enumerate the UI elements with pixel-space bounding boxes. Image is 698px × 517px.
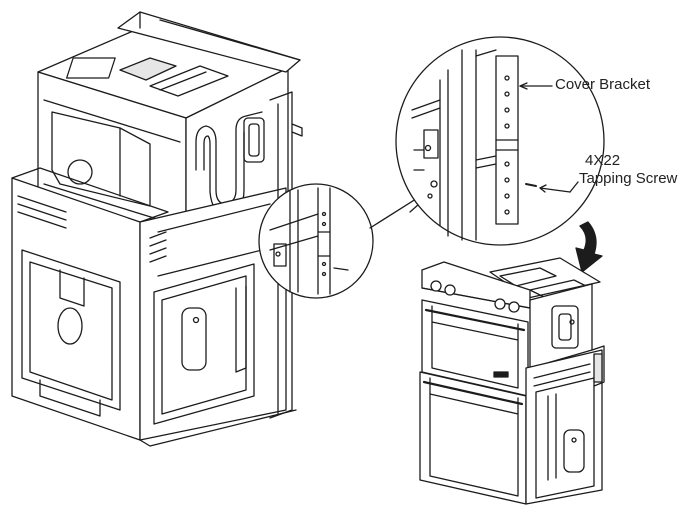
- detail-circle-small: [258, 183, 374, 299]
- cover-bracket-label: Cover Bracket: [555, 76, 651, 93]
- small-oven-assembly: [419, 257, 605, 505]
- tapping-screw-label: Tapping Screw: [579, 170, 678, 187]
- large-oven-unit: [11, 11, 303, 447]
- detail-circle-large: [395, 36, 605, 246]
- tapping-screw-leader: [569, 181, 579, 193]
- cover-bracket-arrowhead: [519, 82, 528, 90]
- screw-quantity-label: 4X22: [585, 152, 621, 169]
- assembly-arrow: [575, 221, 603, 273]
